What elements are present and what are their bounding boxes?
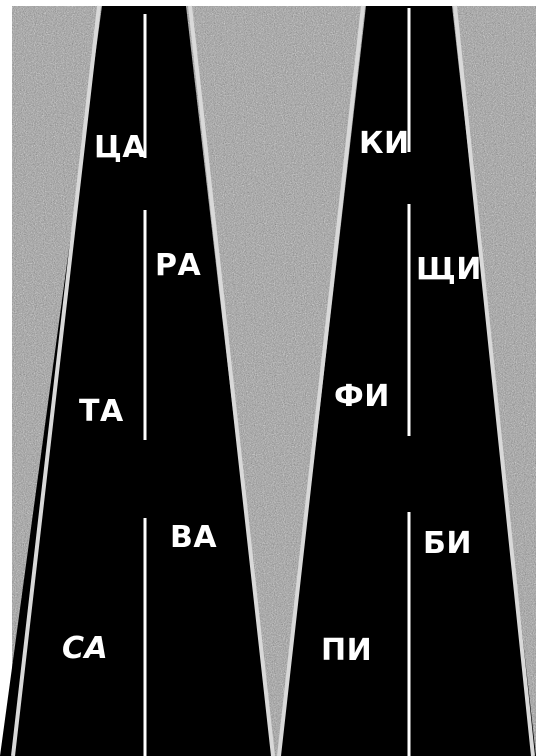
- left-road-surface: [0, 6, 273, 756]
- top-white-edge: [0, 0, 536, 6]
- left-white-edge: [0, 0, 12, 756]
- left-road-left-edge-line: [11, 5, 101, 756]
- syllable-label: ЩИ: [416, 252, 482, 287]
- syllable-label: ЦА: [94, 130, 147, 165]
- syllable-label: РА: [155, 248, 202, 283]
- syllable-label: ПИ: [321, 633, 373, 668]
- right-road-right-edge-line: [453, 5, 535, 756]
- syllable-label: БИ: [423, 526, 472, 561]
- syllable-label: ФИ: [334, 379, 390, 414]
- syllable-label: ТА: [79, 394, 124, 429]
- syllable-label: КИ: [359, 126, 410, 161]
- right-road-left-edge-line: [277, 5, 365, 756]
- left-road-right-edge-line: [188, 5, 275, 756]
- syllable-label: СА: [62, 631, 109, 666]
- syllable-label: ВА: [170, 520, 218, 555]
